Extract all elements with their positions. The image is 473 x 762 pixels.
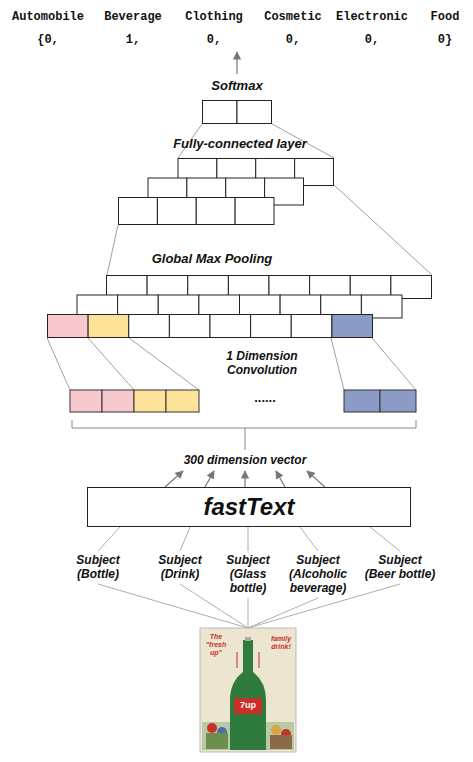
- layer-title: 1 Dimension Convolution: [202, 349, 322, 377]
- fully-connected-layer: Fully-connected layer: [118, 158, 334, 225]
- layer-cell: [210, 315, 251, 338]
- subject-leader-lines: [98, 527, 400, 628]
- output-value: 0}: [438, 33, 452, 47]
- layer-cell: [291, 315, 332, 338]
- layer-title: Softmax: [211, 78, 262, 93]
- layer-cell: [157, 198, 196, 225]
- subject-label: Subject (Alcoholic beverage): [282, 553, 354, 595]
- category-label: Automobile: [12, 10, 84, 24]
- vector-label: 300 dimension vector: [184, 453, 307, 467]
- subject-label: Subject (Beer bottle): [364, 553, 436, 581]
- layer-cell: [203, 101, 238, 124]
- convolution-leader-lines: [47, 338, 416, 390]
- layer-shape: [202, 100, 272, 124]
- layer-cell: [237, 101, 272, 124]
- poster-illustration: [200, 628, 296, 752]
- layer-cell: [332, 315, 373, 338]
- category-label: Beverage: [104, 10, 162, 24]
- fasttext-box: fastText: [87, 487, 411, 527]
- poster-logo: 7up: [240, 700, 256, 711]
- subject-label: Subject (Drink): [144, 553, 216, 581]
- convolution-filters: [70, 390, 416, 412]
- category-label: Clothing: [185, 10, 243, 24]
- poster-text: family drink!: [266, 635, 296, 651]
- layer-cell: [196, 198, 235, 225]
- model-name: fastText: [203, 493, 294, 521]
- subject-label: Subject (Bottle): [62, 553, 134, 581]
- subject-label: Subject (Glass bottle): [212, 553, 284, 595]
- category-label: Electronic: [336, 10, 408, 24]
- pooling-layer: Global Max Pooling: [47, 275, 432, 338]
- layer-cell: [235, 198, 274, 225]
- layer-cell: [88, 315, 129, 338]
- vector-arrows: [165, 471, 325, 487]
- category-label: Food: [431, 10, 460, 24]
- softmax-layer: Softmax: [202, 100, 272, 124]
- layer-cell: [169, 315, 210, 338]
- ellipsis: ......: [254, 390, 276, 405]
- layer-connector: [107, 185, 432, 275]
- layer-cell: [129, 315, 170, 338]
- layer-cell: [119, 198, 158, 225]
- output-value: 0,: [207, 33, 221, 47]
- output-value: 1,: [126, 33, 140, 47]
- layer-cell: [48, 315, 89, 338]
- connectors: [107, 124, 432, 275]
- output-value: 0,: [365, 33, 379, 47]
- layer-title: Global Max Pooling: [152, 251, 273, 266]
- bracket: [72, 420, 416, 450]
- layer-shape: [47, 275, 432, 338]
- layer-cell: [251, 315, 292, 338]
- output-value: 0,: [286, 33, 300, 47]
- poster-text: The "fresh up": [201, 633, 231, 657]
- layer-shape: [118, 158, 334, 225]
- output-value: {0,: [37, 33, 59, 47]
- output-arrow: [237, 52, 238, 74]
- category-label: Cosmetic: [264, 10, 322, 24]
- layer-title: Fully-connected layer: [173, 136, 307, 151]
